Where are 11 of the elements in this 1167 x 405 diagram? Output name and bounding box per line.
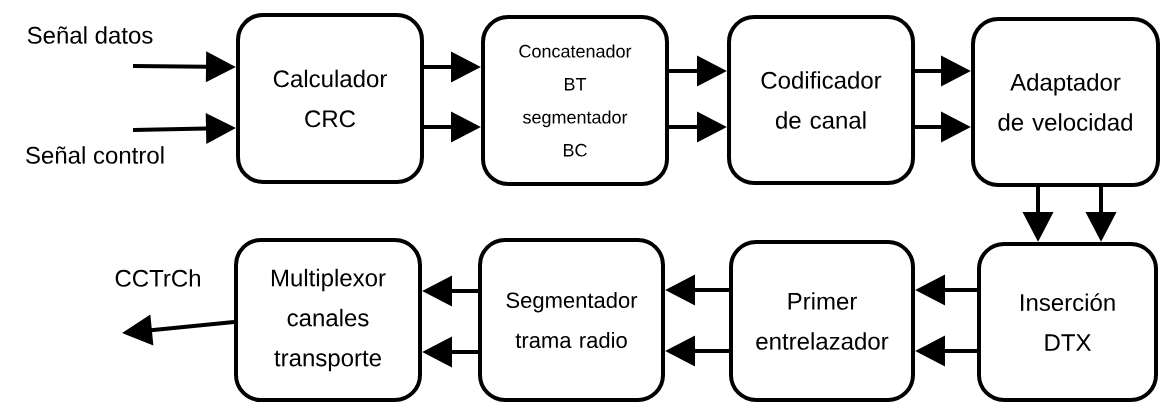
process-box: Multiplexor canales transporte (234, 238, 422, 402)
signal-label: CCTrCh (115, 269, 200, 287)
process-box: Adaptador de velocidad (971, 17, 1160, 187)
process-box: Calculador CRC (236, 13, 424, 184)
process-box: Primer entrelazador (729, 240, 915, 402)
process-box: Inserción DTX (977, 242, 1158, 402)
process-box: Segmentador trama radio (478, 238, 665, 402)
process-box: Codificador de canal (727, 15, 915, 185)
signal-label: Señal datos (27, 26, 153, 44)
signal-label: Señal control (26, 146, 164, 164)
process-box: Concatenador BT segmentador BC (481, 15, 669, 186)
